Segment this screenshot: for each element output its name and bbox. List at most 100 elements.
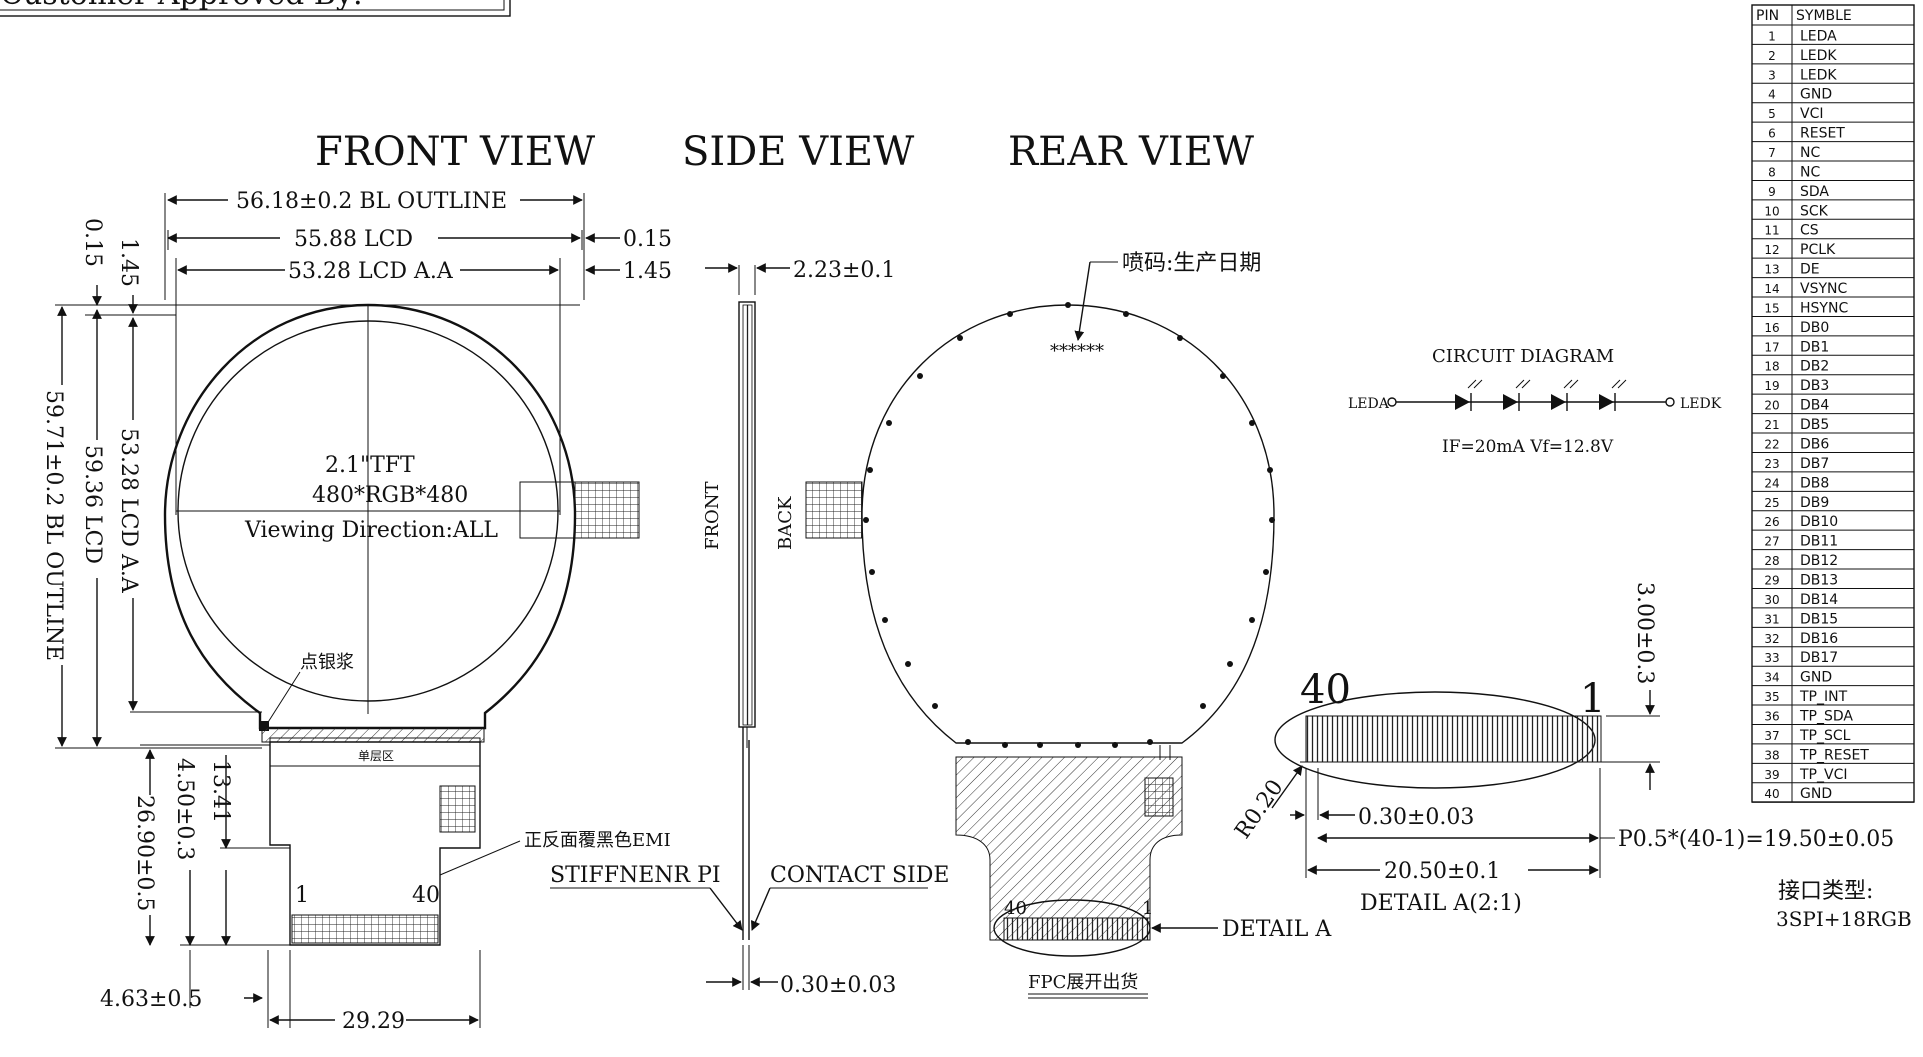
dim-left-015: 0.15: [80, 218, 105, 267]
pin-number-cell: 38: [1764, 748, 1779, 762]
detail-dim-2050: 20.50±0.1: [1384, 859, 1500, 884]
pin-symbol-cell: DB11: [1800, 534, 1838, 550]
rim-dots: [863, 302, 1275, 748]
interface-label: 接口类型:: [1778, 879, 1873, 904]
pin-symbol-cell: DB5: [1800, 417, 1829, 433]
dim-lcd-aa-height: 53.28 LCD A.A: [116, 428, 141, 594]
pin-number-cell: 22: [1764, 437, 1779, 451]
front-fpc-contacts: [291, 914, 439, 944]
pin-number-cell: 14: [1764, 282, 1779, 296]
detail-pin40: 40: [1300, 667, 1351, 713]
dim-left-145: 1.45: [116, 238, 141, 287]
dim-13-41: 13.41: [208, 760, 233, 823]
pin-symbol-cell: DB14: [1800, 592, 1838, 608]
pin-symbol-cell: TP_INT: [1799, 689, 1848, 705]
pin-number-cell: 11: [1764, 224, 1779, 238]
pin-symbol-cell: DB15: [1800, 611, 1838, 627]
pin-number-cell: 36: [1764, 709, 1779, 723]
pin-number-cell: 39: [1764, 768, 1779, 782]
pin-symbol-cell: DE: [1800, 262, 1820, 278]
pin-symbol-cell: TP_SCL: [1799, 728, 1851, 744]
detail-a-callout: DETAIL A: [1222, 917, 1332, 942]
front-outline: [163, 303, 577, 730]
circuit-ledk: LEDK: [1680, 396, 1722, 412]
pin-symbol-cell: LEDA: [1800, 28, 1837, 44]
rear-fpc-pin1: 1: [1142, 898, 1153, 919]
pin-number-cell: 2: [1768, 49, 1776, 63]
pin-number-cell: 1: [1768, 29, 1776, 43]
silver-paste-label: 点银浆: [300, 652, 354, 673]
pin-symbol-cell: TP_RESET: [1799, 747, 1869, 763]
pin-number-cell: 25: [1764, 496, 1779, 510]
code-mark: ******: [1050, 341, 1104, 362]
pin-symbol-cell: PCLK: [1800, 242, 1836, 258]
pin-symbol-cell: DB1: [1800, 339, 1829, 355]
pin-symbol-cell: GND: [1800, 670, 1832, 686]
dim-4-63: 4.63±0.5: [100, 987, 202, 1012]
pin-symbol-cell: DB2: [1800, 359, 1829, 375]
rear-fpc-contacts: [1003, 917, 1151, 941]
pin-number-cell: 12: [1764, 243, 1779, 257]
code-note: 喷码:生产日期: [1122, 251, 1261, 276]
pin-symbol-cell: DB0: [1800, 320, 1829, 336]
dim-bl-outline-height: 59.71±0.2 BL OUTLINE: [41, 390, 66, 661]
side-back-label: BACK: [775, 496, 796, 550]
front-fpc-pin40: 40: [412, 883, 440, 908]
detail-dim-pitch: P0.5*(40-1)=19.50±0.05: [1618, 827, 1894, 852]
pin-number-cell: 28: [1764, 554, 1779, 568]
detail-a: 40 1 3.00±0.3 R0.20 0.30±0.03 P0.5*(40-1…: [1230, 582, 1894, 916]
circuit-leda: LEDA: [1348, 396, 1390, 412]
side-view: 2.23±0.1 FRONT BACK STIFFNENR PI CONTACT…: [550, 258, 949, 998]
dim-lcd-height: 59.36 LCD: [80, 445, 105, 564]
rear-connector-pad: [805, 481, 863, 539]
detail-dim-r020: R0.20: [1230, 775, 1288, 843]
pin-symbol-cell: LEDK: [1800, 67, 1837, 83]
front-fpc-pin1: 1: [295, 883, 309, 908]
viewing-direction: Viewing Direction:ALL: [244, 518, 498, 543]
pin-number-cell: 32: [1764, 632, 1779, 646]
pin-number-cell: 35: [1764, 690, 1779, 704]
pin-number-cell: 3: [1768, 68, 1776, 82]
pin-number-cell: 17: [1764, 340, 1779, 354]
pin-number-cell: 24: [1764, 476, 1779, 490]
pin-symbol-cell: HSYNC: [1800, 300, 1848, 316]
rear-fpc-pin40: 40: [1004, 898, 1027, 919]
pin-number-cell: 31: [1764, 612, 1779, 626]
pin-table-header-pin: PIN: [1756, 8, 1779, 24]
pin-symbol-cell: VCI: [1800, 106, 1823, 122]
pin-symbol-cell: VSYNC: [1800, 281, 1847, 297]
pin-number-cell: 18: [1764, 360, 1779, 374]
pin-number-cell: 20: [1764, 399, 1779, 413]
pin-symbol-cell: NC: [1800, 145, 1820, 161]
pin-symbol-cell: DB17: [1800, 650, 1838, 666]
pin-symbol-cell: GND: [1800, 786, 1832, 802]
pin-number-cell: 5: [1768, 107, 1776, 121]
dim-thickness: 2.23±0.1: [793, 258, 895, 283]
resolution: 480*RGB*480: [312, 483, 468, 508]
pin-number-cell: 4: [1768, 88, 1776, 102]
pin-symbol-cell: TP_SDA: [1799, 708, 1853, 724]
pin-number-cell: 34: [1764, 671, 1779, 685]
pin-number-cell: 23: [1764, 457, 1779, 471]
dim-bl-outline-width: 56.18±0.2 BL OUTLINE: [236, 189, 507, 214]
pin-number-cell: 16: [1764, 321, 1779, 335]
pin-symbol-cell: SCK: [1800, 203, 1829, 219]
dim-right-145: 1.45: [623, 259, 672, 284]
pin-number-cell: 40: [1764, 787, 1779, 801]
pin-number-cell: 19: [1764, 379, 1779, 393]
detail-pin1: 1: [1580, 676, 1605, 722]
dim-26-90: 26.90±0.5: [132, 795, 157, 911]
pin-symbol-cell: DB16: [1800, 631, 1838, 647]
pin-symbol-cell: DB12: [1800, 553, 1838, 569]
pin-symbol-cell: RESET: [1800, 126, 1845, 142]
pin-table-header-symble: SYMBLE: [1796, 8, 1852, 24]
front-view: 2.1"TFT 480*RGB*480 Viewing Direction:AL…: [41, 189, 672, 1034]
pin-number-cell: 10: [1764, 204, 1779, 218]
front-tab-band: [261, 727, 485, 743]
rear-view-title: REAR VIEW: [1008, 129, 1254, 175]
pin-symbol-cell: DB8: [1800, 475, 1829, 491]
pin-symbol-cell: NC: [1800, 164, 1820, 180]
side-front-label: FRONT: [702, 481, 723, 550]
